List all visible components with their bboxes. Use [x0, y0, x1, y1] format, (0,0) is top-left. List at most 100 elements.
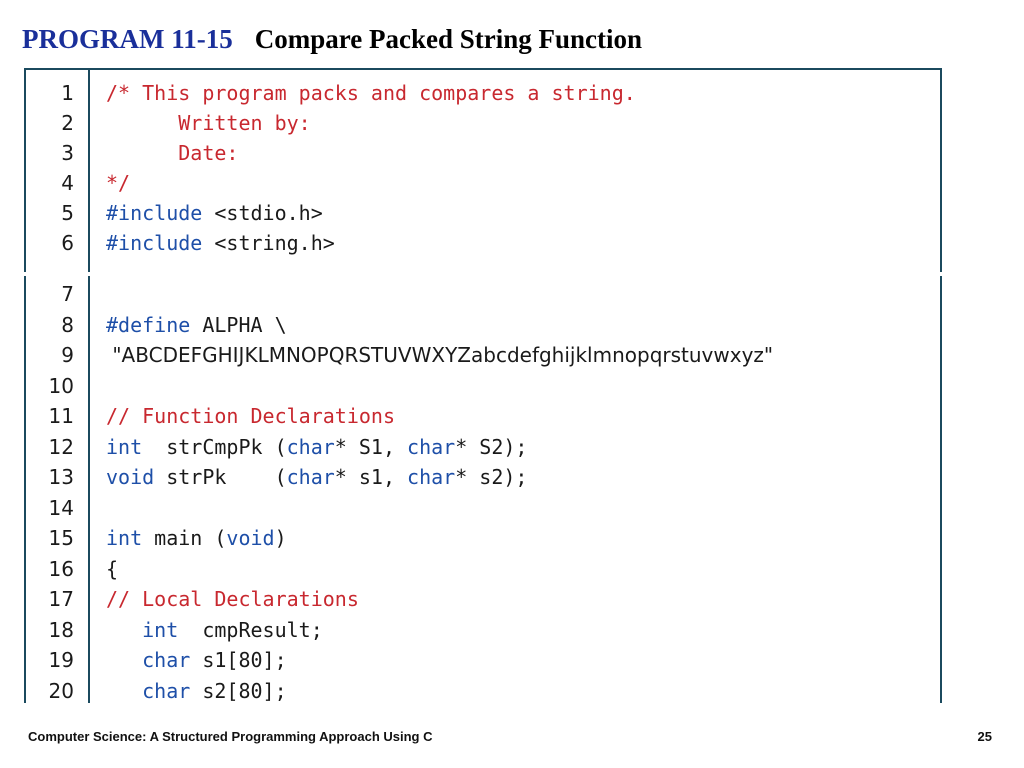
code-line: 6 #include <string.h> — [24, 228, 942, 258]
code-token-plain: ALPHA \ — [190, 312, 287, 337]
code-text: int main (void) — [106, 523, 287, 553]
program-label: PROGRAM 11-15 — [22, 24, 233, 54]
line-number: 15 — [48, 526, 74, 550]
code-token-keyword: char — [142, 678, 191, 703]
line-number: 4 — [61, 171, 74, 195]
code-token-keyword: int — [106, 434, 143, 459]
code-token-comment: Date: — [106, 141, 239, 165]
line-number: 6 — [61, 231, 74, 255]
line-number: 17 — [48, 587, 74, 611]
code-text: */ — [106, 168, 130, 198]
code-text: { — [106, 554, 118, 584]
code-line: 18 int cmpResult; — [24, 615, 942, 645]
code-token-plain — [106, 618, 142, 642]
code-line: 8 #define ALPHA \ — [24, 310, 942, 340]
code-token-plain: "ABCDEFGHIJKLMNOPQRSTUVWXYZabcdefghijklm… — [106, 343, 774, 367]
code-token-keyword: int — [106, 526, 143, 550]
code-line: 4 */ — [24, 168, 942, 198]
code-token-plain — [106, 679, 142, 703]
code-token-plain: { — [106, 556, 119, 581]
listing-left-border — [24, 68, 26, 272]
line-number: 3 — [61, 141, 74, 165]
code-line: 1 /* This program packs and compares a st… — [24, 78, 942, 108]
code-token-comment: Written by: — [106, 111, 311, 135]
code-token-keyword: void — [226, 526, 275, 550]
code-line: 19 char s1[80]; — [24, 645, 942, 675]
code-token-plain: s2[80]; — [190, 678, 287, 703]
code-token-plain: * s2); — [455, 465, 528, 489]
code-line: 5 #include <stdio.h> — [24, 198, 942, 228]
code-token-keyword: #include — [106, 201, 203, 225]
code-text: char s1[80]; — [106, 645, 287, 675]
code-token-keyword: char — [286, 465, 335, 489]
line-number: 10 — [48, 373, 74, 398]
page-number: 25 — [977, 729, 992, 744]
code-token-keyword: char — [142, 648, 191, 672]
code-listing: 1 /* This program packs and compares a st… — [24, 68, 942, 703]
code-token-plain: ) — [274, 526, 287, 550]
line-number: 2 — [61, 111, 74, 135]
code-token-comment: /* This program packs and compares a str… — [106, 81, 636, 105]
footer-book-title: Computer Science: A Structured Programmi… — [28, 729, 433, 744]
code-text: void strPk (char* s1, char* s2); — [106, 462, 527, 492]
listing-top-border — [24, 68, 942, 70]
code-token-plain: * S1, — [334, 434, 408, 459]
code-token-keyword: char — [407, 434, 456, 459]
line-number: 12 — [48, 434, 74, 459]
code-token-keyword: char — [286, 434, 335, 459]
code-token-keyword: #include — [106, 231, 203, 255]
code-line: 2 Written by: — [24, 108, 942, 138]
code-text: #include <string.h> — [106, 228, 335, 258]
line-number: 20 — [48, 678, 74, 703]
code-line: 11 // Function Declarations — [24, 401, 942, 431]
code-token-keyword: void — [106, 465, 155, 489]
code-token-plain: s1[80]; — [190, 648, 287, 672]
code-line: 20 char s2[80]; — [24, 676, 942, 706]
code-text: Date: — [106, 138, 238, 168]
code-text: char s2[80]; — [106, 676, 287, 706]
code-token-comment: */ — [106, 171, 131, 195]
code-line: 10 — [24, 371, 942, 401]
code-text: "ABCDEFGHIJKLMNOPQRSTUVWXYZabcdefghijklm… — [106, 340, 773, 370]
code-line: 17// Local Declarations — [24, 584, 942, 614]
code-text: int cmpResult; — [106, 615, 323, 645]
program-name: Compare Packed String Function — [254, 24, 642, 54]
listing-right-border — [940, 68, 942, 272]
line-number: 1 — [61, 81, 74, 105]
code-token-plain: * s1, — [334, 465, 408, 489]
code-line: 7 — [24, 279, 942, 309]
code-text: int strCmpPk (char* S1, char* S2); — [106, 432, 527, 462]
line-number: 14 — [48, 495, 74, 520]
code-line: 3 Date: — [24, 138, 942, 168]
code-token-plain: main ( — [142, 526, 227, 550]
listing-left-border — [24, 276, 26, 703]
line-number-divider — [88, 276, 90, 703]
code-token-plain: * S2); — [455, 434, 528, 459]
code-token-plain: strCmpPk ( — [142, 434, 287, 459]
listing-right-border — [940, 276, 942, 703]
code-token-comment: // Function Declarations — [106, 404, 395, 428]
code-token-plain: <string.h> — [202, 231, 335, 255]
code-line: 15 int main (void) — [24, 523, 942, 553]
line-number: 9 — [61, 343, 74, 367]
line-number: 19 — [48, 648, 74, 672]
code-text: Written by: — [106, 108, 311, 138]
code-token-plain — [106, 648, 142, 672]
line-number: 11 — [48, 404, 74, 428]
line-number: 5 — [61, 201, 74, 225]
line-number: 8 — [61, 312, 74, 337]
code-token-plain: <stdio.h> — [202, 201, 323, 225]
code-text: /* This program packs and compares a str… — [106, 78, 636, 108]
code-text: #include <stdio.h> — [106, 198, 323, 228]
line-number: 18 — [48, 617, 74, 642]
code-token-plain: cmpResult; — [178, 617, 323, 642]
line-number: 13 — [48, 465, 74, 489]
code-token-keyword: #define — [106, 312, 191, 337]
line-number: 16 — [48, 556, 74, 581]
slide-title: PROGRAM 11-15 Compare Packed String Funct… — [22, 24, 642, 55]
code-token-plain: strPk ( — [154, 465, 287, 489]
code-line: 16 { — [24, 554, 942, 584]
code-line: 9 "ABCDEFGHIJKLMNOPQRSTUVWXYZabcdefghijk… — [24, 340, 942, 370]
